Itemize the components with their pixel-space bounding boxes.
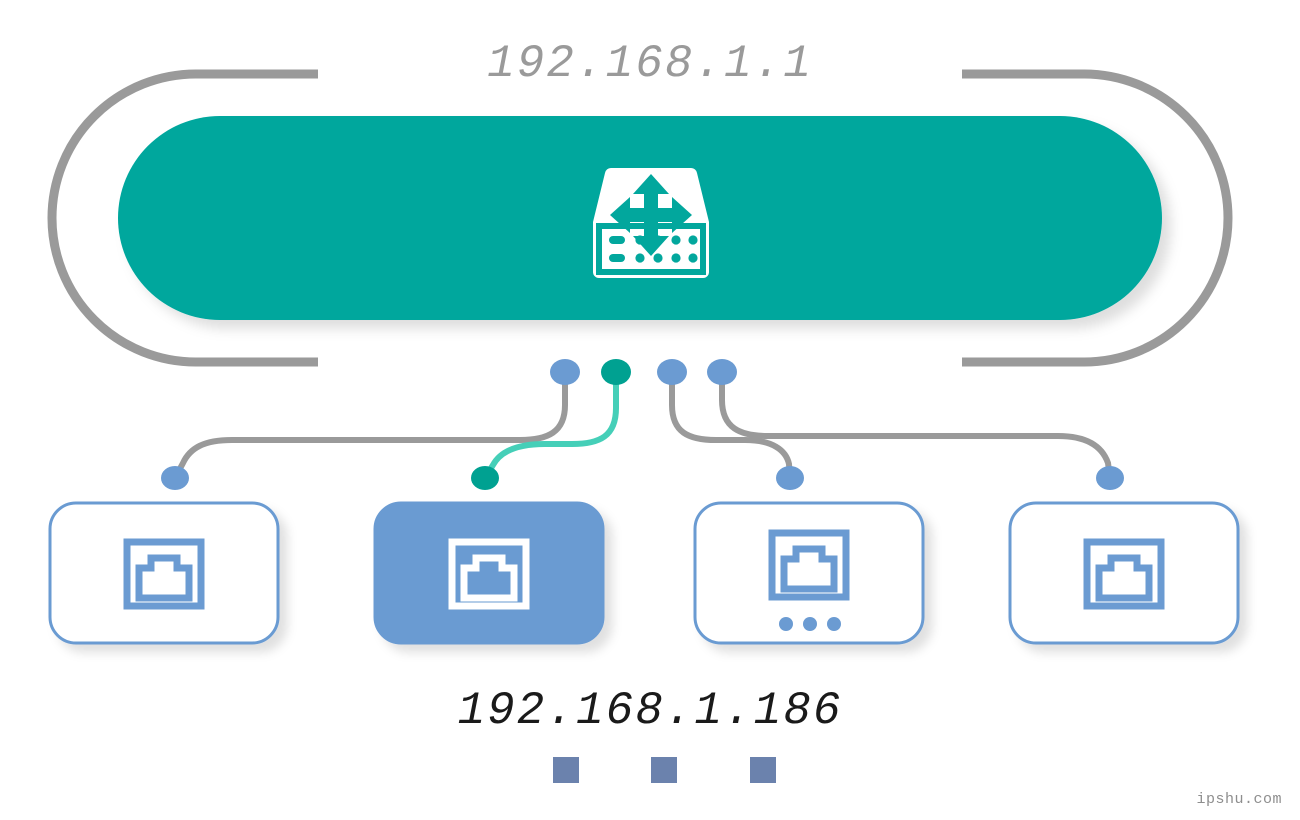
more-devices-ellipsis-icon (779, 617, 841, 631)
device-node-1[interactable] (48, 501, 280, 645)
square-marker-3 (750, 757, 776, 783)
link-port3-device3 (669, 369, 793, 481)
ethernet-port-icon (1083, 538, 1165, 610)
device-connector-2 (471, 466, 499, 490)
device-connector-1 (161, 466, 189, 490)
device-ip-label: 192.168.1.186 (457, 685, 843, 737)
router-port-3 (657, 359, 687, 385)
device-connector-3 (776, 466, 804, 490)
router-port-2 (601, 359, 631, 385)
link-port4-device4 (719, 369, 1113, 481)
link-port2-device2 (482, 369, 619, 481)
ethernet-port-icon (768, 529, 850, 601)
router-icon (593, 167, 709, 278)
device-connector-dots[interactable] (161, 466, 1124, 490)
left-bracket (47, 69, 318, 367)
square-marker-2 (651, 757, 677, 783)
device-node-2[interactable] (373, 501, 605, 645)
device-node-4[interactable] (1008, 501, 1240, 645)
device-node-3[interactable] (693, 501, 925, 645)
device-connector-4 (1096, 466, 1124, 490)
router-port-4 (707, 359, 737, 385)
ethernet-port-icon (448, 538, 530, 610)
router-port-1 (550, 359, 580, 385)
bottom-square-markers (553, 757, 776, 783)
connection-lines (172, 369, 1113, 481)
ethernet-port-icon (123, 538, 205, 610)
router-ip-label: 192.168.1.1 (487, 38, 813, 90)
right-bracket (962, 69, 1233, 367)
link-port1-device1 (172, 369, 568, 481)
square-marker-1 (553, 757, 579, 783)
watermark: ipshu.com (1196, 791, 1282, 808)
router-port-dots[interactable] (550, 359, 737, 385)
